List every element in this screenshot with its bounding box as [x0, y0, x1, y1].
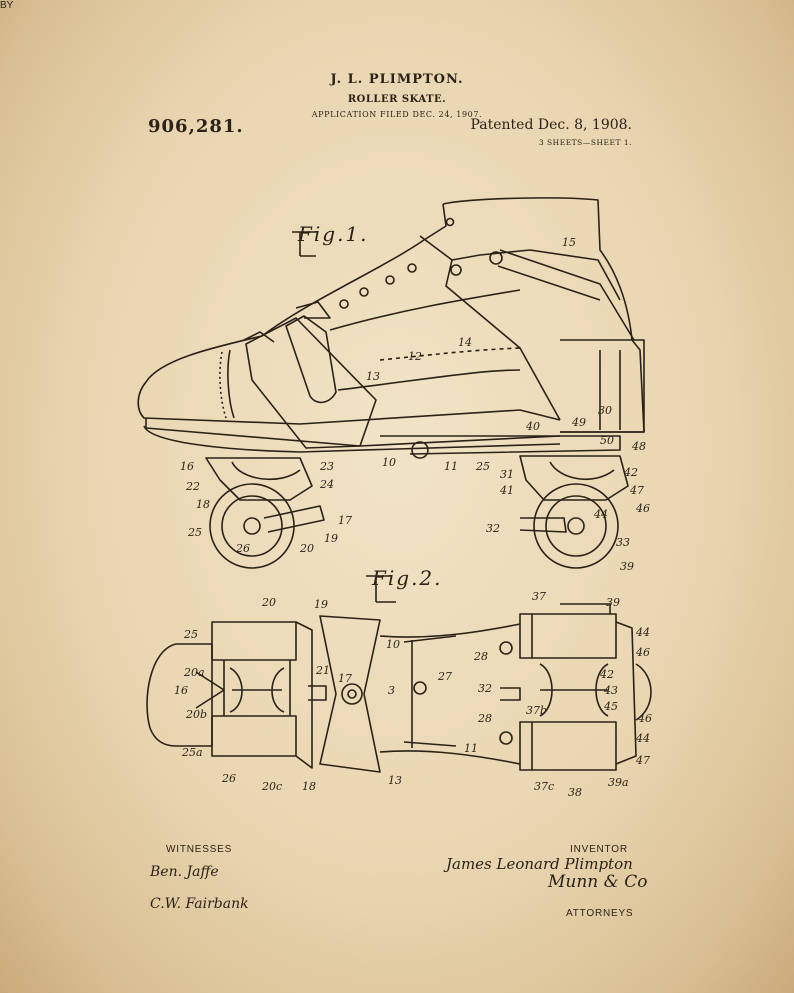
ref-numeral: 50	[600, 434, 614, 447]
ref-numeral: 24	[319, 478, 334, 491]
ref-numeral: 20b	[185, 708, 207, 721]
ref-numeral: 47	[629, 484, 644, 497]
ref-numeral: 42	[623, 466, 638, 479]
ref-numeral: 27	[437, 670, 452, 683]
ref-numeral: 39	[620, 560, 634, 573]
ref-numeral: 22	[185, 480, 200, 493]
ref-numeral: 16	[180, 460, 194, 473]
ref-numeral: 46	[635, 646, 650, 659]
ref-numeral: 3	[388, 684, 395, 697]
ref-numeral: 39	[606, 596, 620, 609]
ref-numeral: 13	[366, 370, 380, 383]
ref-numeral: 11	[444, 460, 458, 473]
sheet-count: 3 SHEETS—SHEET 1.	[538, 138, 632, 147]
by-label: BY	[0, 0, 14, 11]
ref-numeral: 37b	[526, 704, 547, 717]
ref-numeral: 37c	[534, 780, 554, 793]
witness-signature-1: Ben. Jaffe	[150, 864, 219, 880]
ref-numeral: 25	[187, 526, 202, 539]
ref-numeral: 49	[571, 416, 586, 429]
ref-numeral: 25	[183, 628, 198, 641]
ref-numeral: 17	[338, 672, 352, 685]
ref-numeral: 44	[635, 626, 650, 639]
inventor-label: INVENTOR	[570, 844, 628, 855]
ref-numeral: 30	[598, 404, 612, 417]
ref-numeral: 40	[525, 420, 540, 433]
ref-numeral: 10	[382, 456, 396, 469]
ref-numeral: 21	[315, 664, 330, 677]
figure-1-label: Fig.1.	[298, 222, 369, 246]
ref-numeral: 42	[599, 668, 614, 681]
ref-numeral: 47	[635, 754, 650, 767]
ref-numeral: 32	[478, 682, 492, 695]
ref-numeral: 26	[221, 772, 236, 785]
ref-numeral: 18	[302, 780, 316, 793]
ref-numeral: 23	[319, 460, 334, 473]
ref-numeral: 25a	[181, 746, 203, 759]
ref-numeral: 25	[475, 460, 490, 473]
ref-numeral: 20	[261, 596, 276, 609]
ref-numeral: 11	[464, 742, 478, 755]
ref-numeral: 14	[458, 336, 472, 349]
figure-1-reference-numerals: 15 14 12 13 10 11 25 26 49 40 50 30 48 1…	[180, 236, 650, 573]
ref-numeral: 39a	[608, 776, 629, 789]
figure-2-reference-numerals: 20 19 10 37 39 25 20a 16 20b 25a 26 20c …	[174, 590, 652, 799]
ref-numeral: 43	[603, 684, 618, 697]
witnesses-label: WITNESSES	[166, 844, 233, 855]
ref-numeral: 20a	[183, 666, 205, 679]
ref-numeral: 10	[386, 638, 400, 651]
application-filed: APPLICATION FILED DEC. 24, 1907.	[311, 110, 483, 119]
ref-numeral: 46	[635, 502, 650, 515]
ref-numeral: 26	[235, 542, 250, 555]
ref-numeral: 20c	[261, 780, 282, 793]
attorney-signature: Munn & Co	[548, 872, 648, 892]
patent-number: 906,281.	[148, 116, 244, 137]
ref-numeral: 44	[635, 732, 650, 745]
ref-numeral: 12	[408, 350, 422, 363]
ref-numeral: 45	[603, 700, 618, 713]
witness-signature-2: C.W. Fairbank	[150, 896, 249, 912]
ref-numeral: 18	[196, 498, 210, 511]
ref-numeral: 28	[477, 712, 492, 725]
ref-numeral: 15	[562, 236, 576, 249]
ref-numeral: 38	[568, 786, 582, 799]
ref-numeral: 31	[500, 468, 514, 481]
ref-numeral: 13	[388, 774, 402, 787]
figure-2-label: Fig.2.	[372, 566, 443, 590]
ref-numeral: 46	[637, 712, 652, 725]
ref-numeral: 32	[486, 522, 500, 535]
ref-numeral: 19	[314, 598, 328, 611]
ref-numeral: 19	[324, 532, 338, 545]
patent-title: ROLLER SKATE.	[347, 94, 447, 105]
ref-numeral: 17	[338, 514, 352, 527]
ref-numeral: 48	[631, 440, 646, 453]
inventor-name: J. L. PLIMPTON.	[330, 72, 464, 87]
patent-date: Patented Dec. 8, 1908.	[470, 117, 632, 133]
ref-numeral: 20	[299, 542, 314, 555]
attorneys-label: ATTORNEYS	[566, 908, 634, 919]
ref-numeral: 44	[593, 508, 608, 521]
ref-numeral: 41	[499, 484, 514, 497]
ref-numeral: 28	[473, 650, 488, 663]
ref-numeral: 37	[532, 590, 546, 603]
ref-numeral: 33	[616, 536, 630, 549]
ref-numeral: 16	[174, 684, 188, 697]
inventor-signature: James Leonard Plimpton	[446, 855, 633, 873]
